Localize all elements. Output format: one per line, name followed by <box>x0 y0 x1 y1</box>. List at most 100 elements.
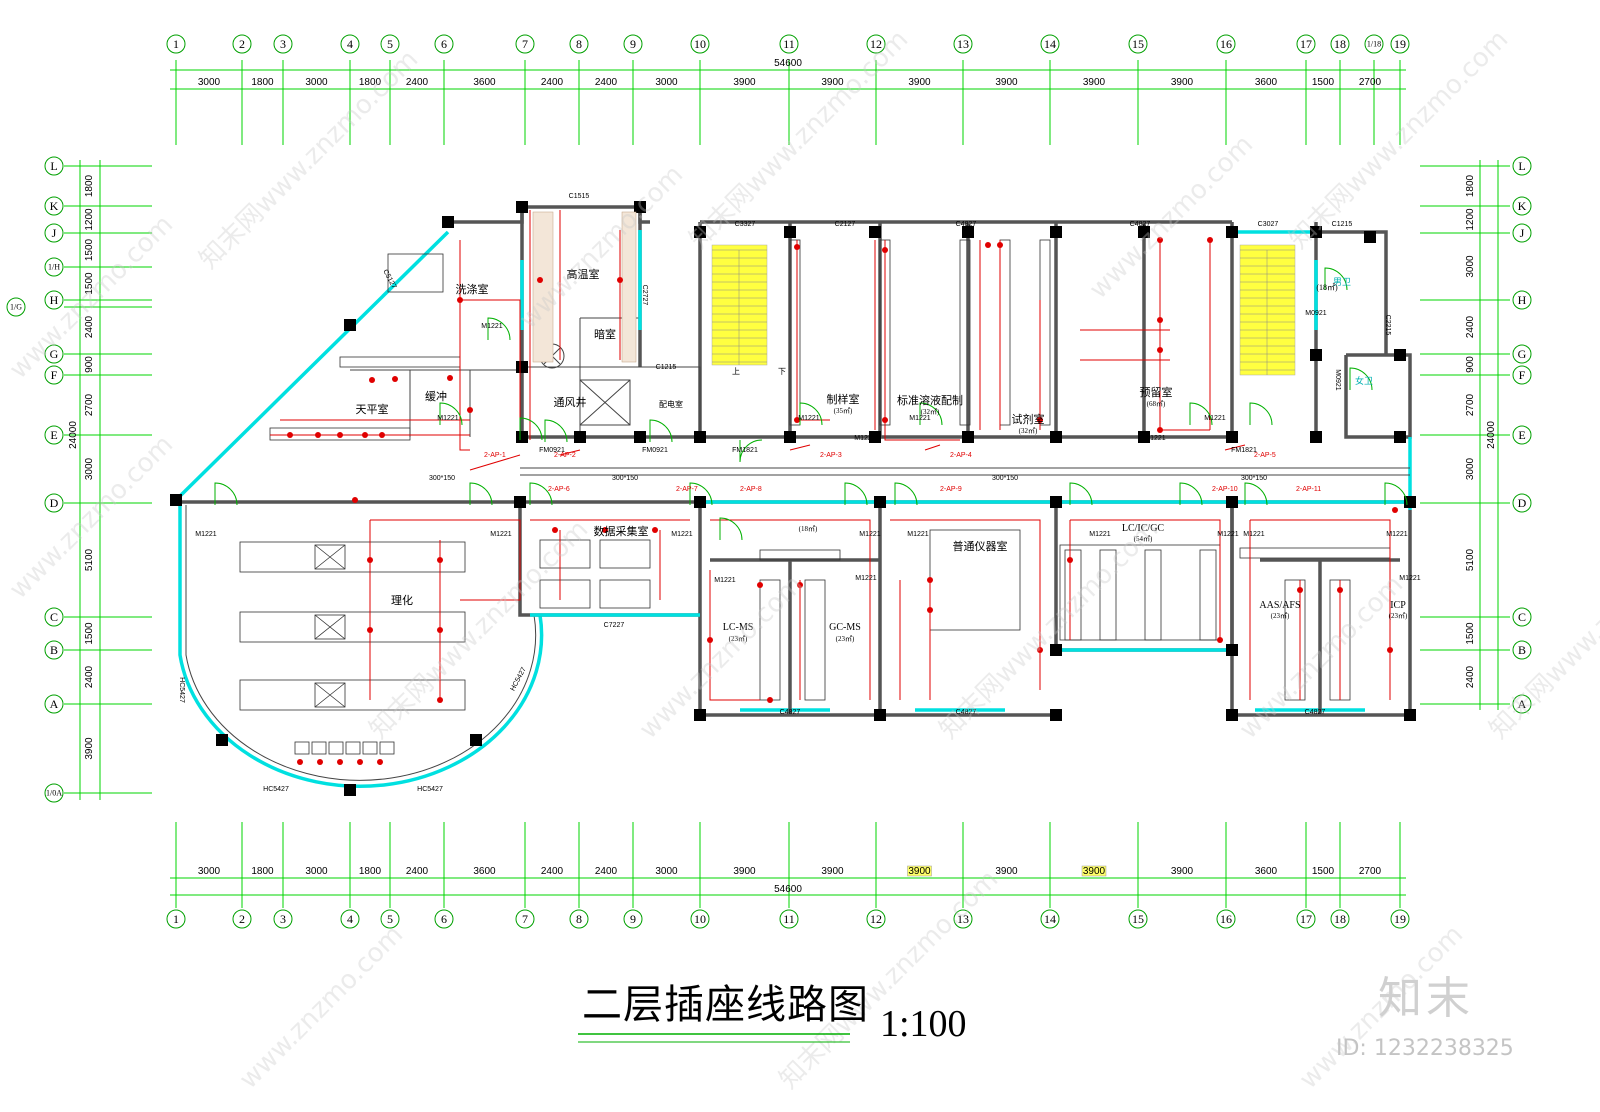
dim-top-seg: 3900 <box>733 77 756 88</box>
watermark-text: 知末网www.znzmo.com <box>1484 514 1600 745</box>
circuit-label: 2-AP-10 <box>1212 486 1238 493</box>
svg-text:(32㎡): (32㎡) <box>1019 427 1038 435</box>
desk <box>599 579 651 609</box>
svg-text:9: 9 <box>630 912 636 926</box>
dim-top-seg: 2400 <box>541 77 564 88</box>
axis-row-right-E: E <box>1512 425 1532 445</box>
watermark-image-id: ID: 1232238325 <box>1336 1036 1514 1061</box>
door-swing <box>529 482 553 506</box>
window-tag: C4827 <box>1305 709 1326 716</box>
drawing-title: 二层插座线路图 <box>582 982 869 1028</box>
title-underline <box>578 1033 850 1043</box>
axis-row-G: G <box>44 344 64 364</box>
svg-text:9: 9 <box>630 37 636 51</box>
axis-col-18: 18 <box>1330 34 1350 54</box>
stair-down-label: 下 <box>778 367 786 376</box>
door-swing <box>844 482 868 506</box>
socket-point <box>652 527 658 533</box>
dim-right-seg: 900 <box>1465 356 1476 373</box>
dim-bottom-seg: 3900 <box>821 866 844 877</box>
svg-text:19: 19 <box>1394 37 1406 51</box>
axis-row-F: F <box>44 365 64 385</box>
socket-point <box>552 527 558 533</box>
svg-text:L: L <box>50 159 57 173</box>
fume-hood <box>345 741 361 755</box>
shelf <box>789 239 801 426</box>
door-tag: M0921 <box>1305 310 1327 317</box>
dim-top-seg: 3000 <box>655 77 678 88</box>
circuit-label: 2-AP-1 <box>484 452 506 459</box>
column <box>1404 709 1416 721</box>
dim-right-seg: 5100 <box>1465 548 1476 571</box>
room-data: 数据采集室 <box>594 524 649 538</box>
axis-col-10: 10 <box>690 34 710 54</box>
socket-wiring <box>270 210 1391 701</box>
dim-bottom-seg: 3900 <box>908 866 931 877</box>
svg-text:5: 5 <box>387 37 393 51</box>
dim-bottom-seg: 3900 <box>995 866 1018 877</box>
desk <box>539 539 591 569</box>
room-general-instr: 普通仪器室 <box>953 539 1008 553</box>
column <box>1310 431 1322 443</box>
svg-text:F: F <box>1519 368 1526 382</box>
axis-col-1: 1 <box>166 34 186 54</box>
door-tag: M0921 <box>1334 369 1341 391</box>
door-swing <box>487 317 511 341</box>
room-male-wc: 男卫 <box>1333 277 1351 287</box>
instrument-bench <box>1199 549 1217 641</box>
dim-left-seg: 2400 <box>84 315 95 338</box>
dim-left-seg: 2700 <box>84 393 95 416</box>
axis-row-1/H: 1/H <box>44 257 64 277</box>
room-gcms: GC-MS <box>829 622 861 633</box>
dim-top-seg: 3900 <box>1171 77 1194 88</box>
dim-right-seg: 2400 <box>1465 315 1476 338</box>
dim-top-seg: 2400 <box>595 77 618 88</box>
door-swings <box>214 267 1408 541</box>
dim-top-seg: 1500 <box>1312 77 1335 88</box>
window-tag: C4827 <box>780 709 801 716</box>
axis-col-bottom-5: 5 <box>380 909 400 929</box>
column <box>1226 431 1238 443</box>
door-tag: M1221 <box>855 575 877 582</box>
door-swing <box>649 419 673 443</box>
watermark-text: www.znzmo.com <box>234 920 409 1095</box>
svg-text:(18㎡): (18㎡) <box>1316 283 1338 292</box>
dim-top-seg: 3600 <box>473 77 496 88</box>
socket-point <box>1037 417 1043 423</box>
dim-left-seg: 1800 <box>84 174 95 197</box>
svg-text:(23㎡): (23㎡) <box>1271 612 1290 620</box>
socket-point <box>337 432 343 438</box>
svg-text:5: 5 <box>387 912 393 926</box>
room-aas: AAS/AFS <box>1259 600 1300 611</box>
axis-col-bottom-10: 10 <box>690 909 710 929</box>
dim-left-seg: 3000 <box>84 457 95 480</box>
window-tag: C3327 <box>735 221 756 228</box>
svg-text:10: 10 <box>694 37 706 51</box>
axis-col-bottom-8: 8 <box>569 909 589 929</box>
svg-text:16: 16 <box>1220 912 1232 926</box>
instrument-bench <box>1064 549 1082 641</box>
room-labels: 洗涤室 高温室 暗室 缓冲 天平室 通风井 配电室 制样室 (35㎡) 标准溶液… <box>356 267 1408 643</box>
room-buffer: 缓冲 <box>425 389 447 403</box>
svg-text:D: D <box>1518 496 1527 510</box>
room-std-solution: 标准溶液配制 <box>897 393 963 407</box>
window-tag: C4827 <box>1130 221 1151 228</box>
svg-text:10: 10 <box>694 912 706 926</box>
svg-text:7: 7 <box>522 37 528 51</box>
dim-left-seg: 3900 <box>84 737 95 760</box>
corridor-width: 300*150 <box>429 475 455 482</box>
svg-text:G: G <box>50 347 59 361</box>
door-tag: M1221 <box>859 531 881 538</box>
socket-point <box>927 607 933 613</box>
socket-point <box>317 759 323 765</box>
column <box>634 201 646 213</box>
socket-point <box>1392 507 1398 513</box>
dim-top-seg: 3000 <box>198 77 221 88</box>
axis-col-bottom-12: 12 <box>866 909 886 929</box>
socket-point <box>377 759 383 765</box>
door-tag: M1221 <box>671 531 693 538</box>
circuit-label: 2-AP-7 <box>676 486 698 493</box>
axis-col-6: 6 <box>434 34 454 54</box>
door-tag: M1221 <box>1204 415 1226 422</box>
door-tag: M1221 <box>798 415 820 422</box>
